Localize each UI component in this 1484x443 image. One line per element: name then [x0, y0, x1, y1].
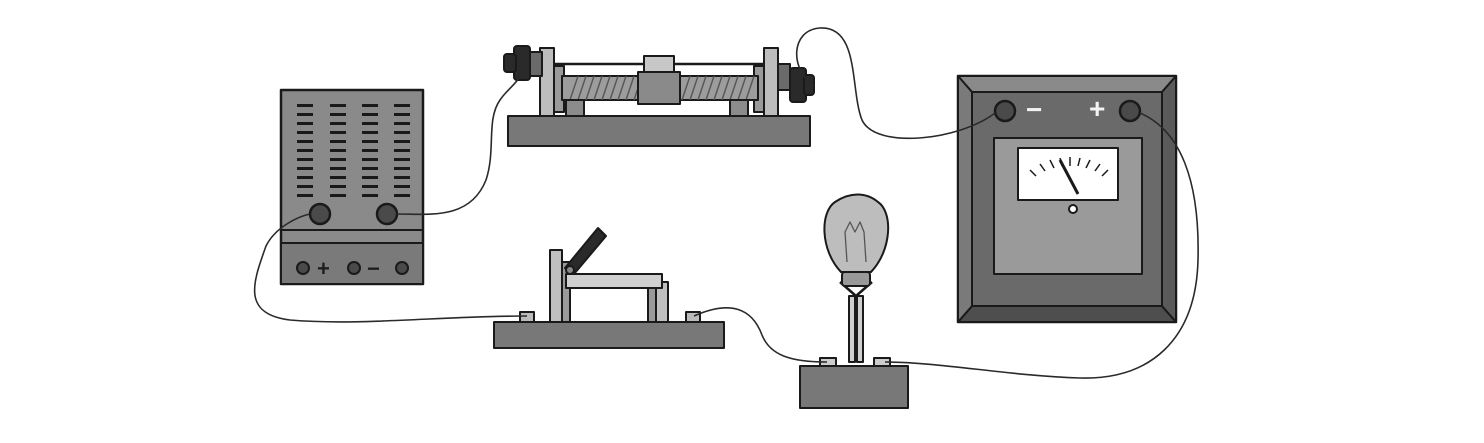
rheostat-coil — [569, 75, 755, 101]
sliding-rheostat — [503, 45, 815, 147]
power-supply — [279, 88, 425, 286]
psu-terminal-1 — [296, 261, 310, 275]
light-bulb — [799, 193, 909, 409]
wire-rheostat-to-meter — [795, 27, 996, 140]
wire-switch-to-psu — [253, 213, 528, 323]
wire-psu-to-rheostat — [396, 69, 523, 216]
meter-scale — [1029, 157, 1109, 177]
vent-slots — [297, 104, 410, 197]
voltmeter — [956, 74, 1178, 324]
wire-bulb-to-switch — [693, 307, 828, 363]
meter-plus-label: + — [1089, 93, 1106, 124]
meter-terminal-plus — [1118, 99, 1142, 123]
psu-plus-label: + — [317, 256, 330, 281]
meter-terminal-minus — [993, 99, 1017, 123]
psu-terminal-3 — [395, 261, 409, 275]
psu-output-terminal-left — [308, 202, 332, 226]
psu-output-terminal-right — [375, 202, 399, 226]
psu-terminal-2 — [347, 261, 361, 275]
wire-meter-to-bulb — [884, 112, 1199, 379]
meter-needle — [1058, 159, 1080, 195]
psu-minus-label: − — [367, 256, 380, 281]
knife-switch — [493, 227, 725, 349]
wires — [253, 27, 1199, 379]
meter-minus-label: − — [1026, 94, 1043, 125]
